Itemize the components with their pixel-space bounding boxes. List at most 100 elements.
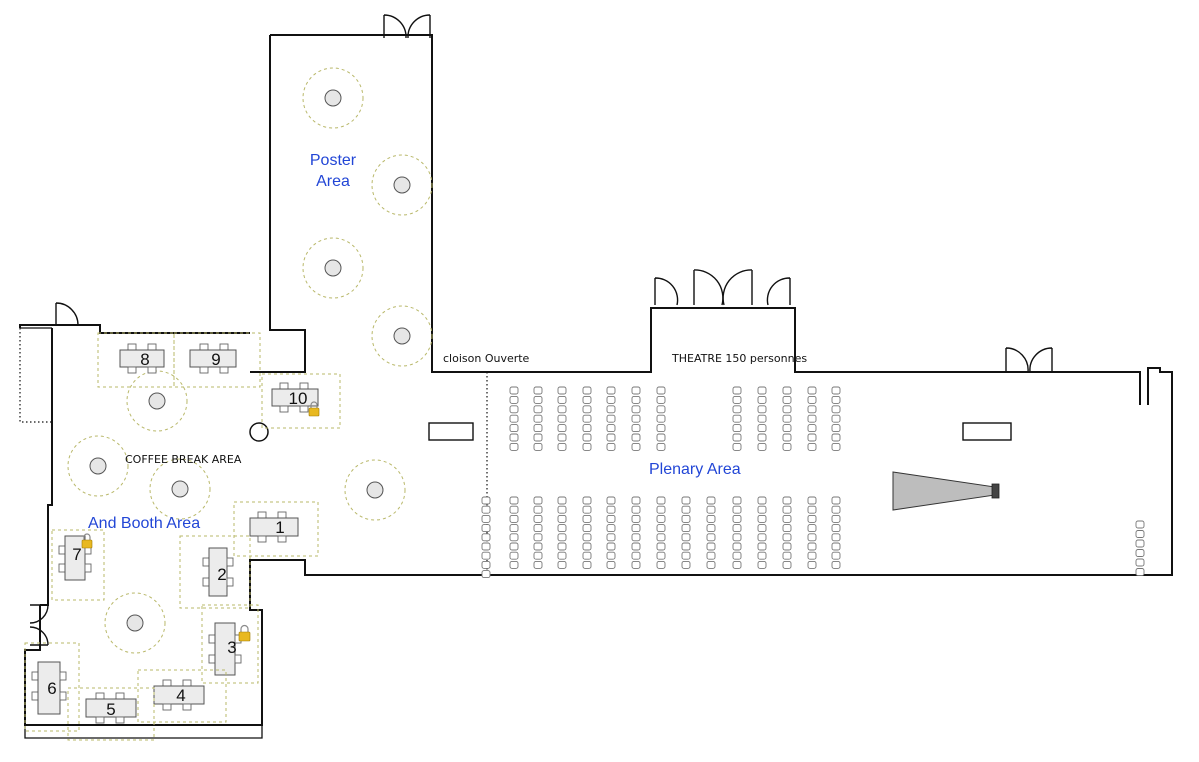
seat	[509, 514, 519, 523]
seat	[631, 533, 641, 542]
booth-7[interactable]: 7	[51, 529, 105, 601]
seat	[757, 442, 767, 451]
seat	[557, 560, 567, 569]
seat	[631, 414, 641, 423]
seat	[557, 424, 567, 433]
seat	[782, 414, 792, 423]
door-icon	[654, 277, 679, 306]
seat	[533, 542, 543, 551]
cocktail-table	[371, 154, 433, 216]
seat	[656, 386, 666, 395]
seat	[807, 505, 817, 514]
seat	[782, 514, 792, 523]
seat	[782, 386, 792, 395]
doors	[29, 14, 1053, 646]
coffee-break-label: COFFEE BREAK AREA	[125, 453, 242, 466]
booth-number: 7	[72, 545, 81, 564]
seat	[757, 514, 767, 523]
booths: 8 9 10 1	[24, 332, 341, 741]
seat	[533, 433, 543, 442]
seat	[606, 533, 616, 542]
seat	[807, 405, 817, 414]
seat	[807, 433, 817, 442]
seat	[757, 395, 767, 404]
seat	[533, 405, 543, 414]
seat	[509, 533, 519, 542]
main-outline	[250, 35, 306, 373]
seat	[509, 424, 519, 433]
seat	[557, 542, 567, 551]
seat	[757, 560, 767, 569]
booth-3[interactable]: 3	[201, 604, 259, 684]
coffee-tables	[67, 370, 406, 654]
seat	[807, 560, 817, 569]
seat	[656, 414, 666, 423]
walls	[19, 34, 1173, 739]
seat	[582, 505, 592, 514]
booth-1[interactable]: 1	[233, 501, 319, 557]
seat	[782, 395, 792, 404]
seat	[757, 386, 767, 395]
seat	[557, 414, 567, 423]
left-top-wall	[19, 324, 250, 334]
seat	[757, 405, 767, 414]
seat	[706, 551, 716, 560]
seat	[782, 496, 792, 505]
seat	[582, 514, 592, 523]
seat	[606, 551, 616, 560]
seat	[782, 424, 792, 433]
booth-4[interactable]: 4	[137, 669, 227, 723]
seat	[631, 433, 641, 442]
plenary-area-label: Plenary Area	[649, 461, 741, 478]
seat	[807, 533, 817, 542]
seat	[831, 496, 841, 505]
booth-number: 6	[47, 679, 56, 698]
seat	[509, 386, 519, 395]
booth-5[interactable]: 5	[67, 687, 155, 741]
seat	[557, 395, 567, 404]
seat	[656, 442, 666, 451]
seat	[757, 524, 767, 533]
seat	[807, 542, 817, 551]
booth-10[interactable]: 10	[261, 373, 341, 429]
seat	[757, 505, 767, 514]
seat	[757, 533, 767, 542]
seat	[1135, 549, 1145, 557]
seat	[631, 551, 641, 560]
seat	[533, 524, 543, 533]
seat	[557, 533, 567, 542]
booth-8[interactable]: 8	[97, 332, 175, 388]
seat	[706, 533, 716, 542]
seat	[631, 560, 641, 569]
seat	[656, 395, 666, 404]
seat	[557, 496, 567, 505]
seat	[582, 424, 592, 433]
seat	[606, 442, 616, 451]
seat	[606, 386, 616, 395]
booth-number: 4	[176, 686, 185, 705]
seat	[807, 514, 817, 523]
seat	[509, 395, 519, 404]
booth-number: 2	[217, 565, 226, 584]
seat	[582, 524, 592, 533]
seat	[681, 560, 691, 569]
booth-9[interactable]: 9	[173, 332, 261, 388]
booth-2[interactable]: 2	[179, 535, 251, 609]
seat	[509, 496, 519, 505]
seat	[831, 442, 841, 451]
booth-6[interactable]: 6	[24, 642, 80, 732]
seat	[782, 524, 792, 533]
seat	[681, 496, 691, 505]
seat	[831, 551, 841, 560]
seat	[533, 386, 543, 395]
seat	[782, 533, 792, 542]
seat	[631, 386, 641, 395]
seat	[481, 496, 491, 505]
seat	[1135, 520, 1145, 529]
seat	[656, 405, 666, 414]
seat	[631, 542, 641, 551]
seat	[807, 551, 817, 560]
seat	[557, 386, 567, 395]
seat	[631, 442, 641, 451]
seat	[681, 505, 691, 514]
